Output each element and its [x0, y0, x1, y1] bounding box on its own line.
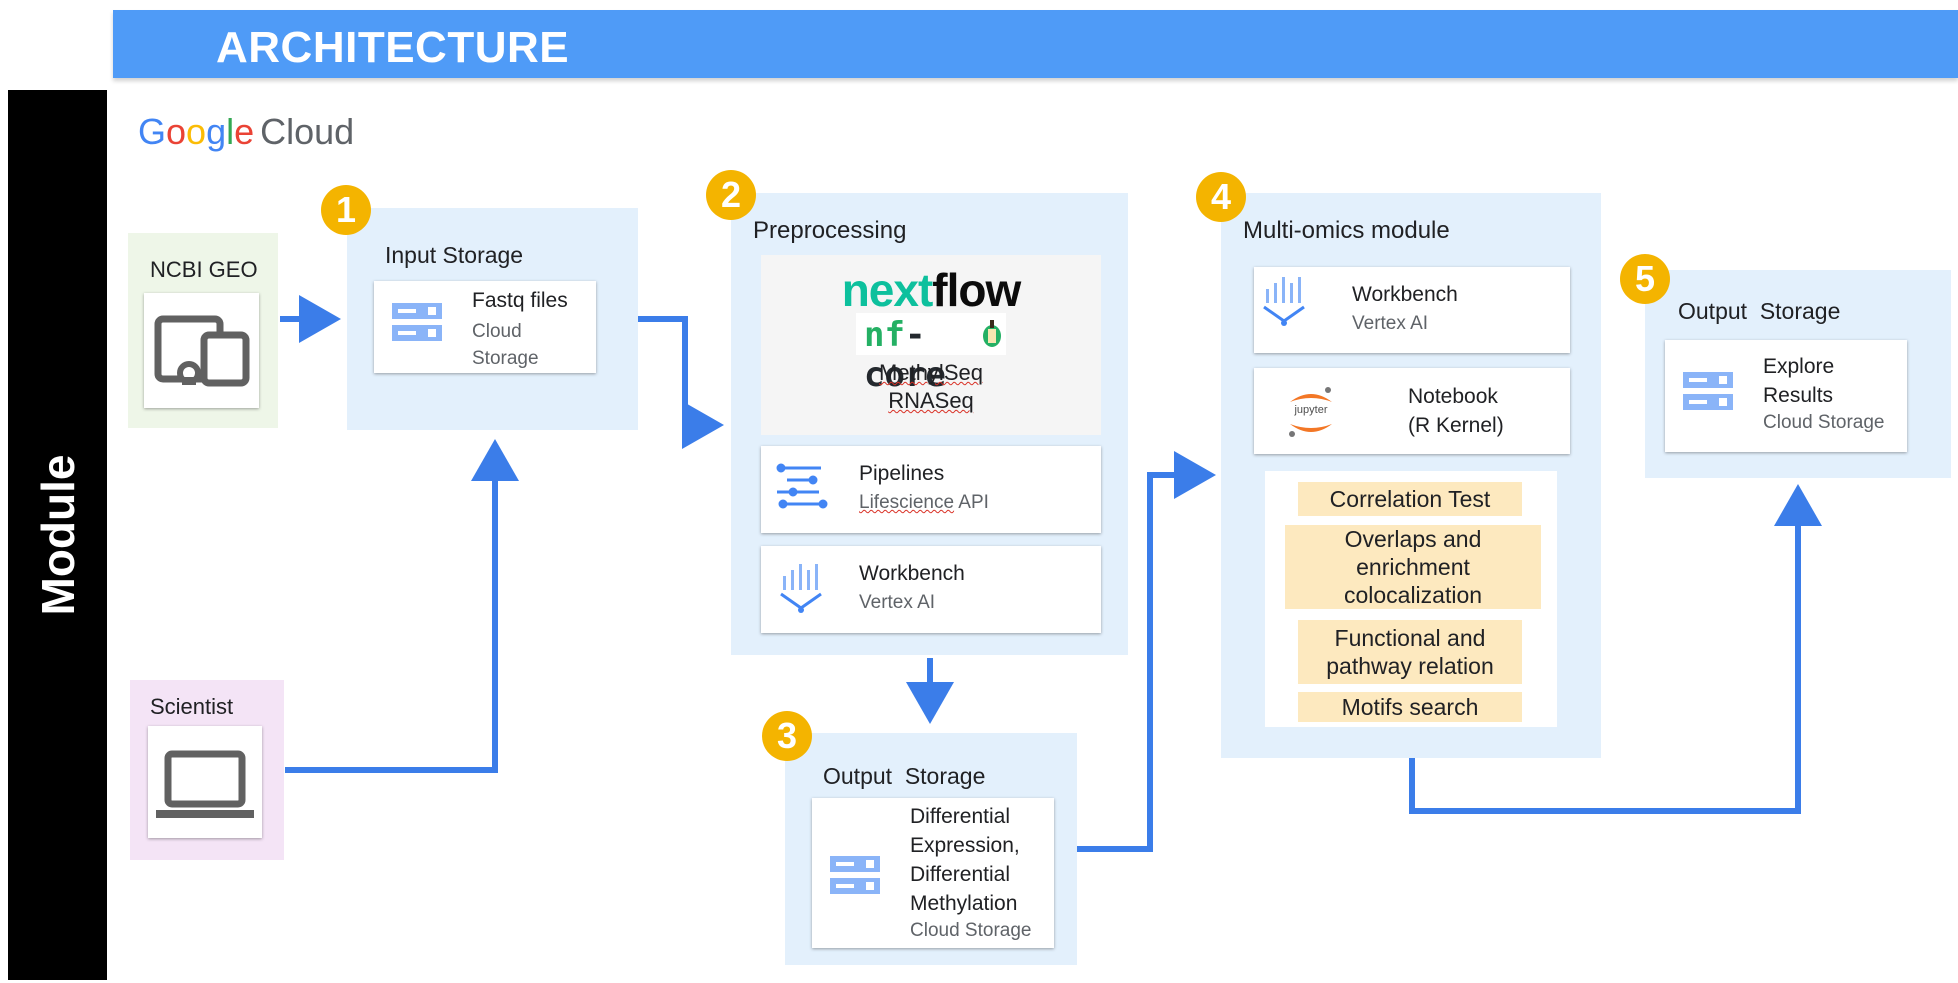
analysis-correlation-test: Correlation Test [1298, 482, 1522, 516]
workbench-title-preprocessing: Workbench [859, 562, 965, 585]
storage-icon [830, 856, 880, 894]
nextflow-box: nextflow nf-core MethylSeq RNASeq [761, 255, 1101, 435]
step-badge-1: 1 [321, 185, 371, 235]
ncbi-geo-source: NCBI GEO [128, 233, 278, 428]
page-title: ARCHITECTURE [216, 23, 570, 72]
input-storage-title: Input Storage [385, 242, 524, 268]
nf-core-logo: nf-core [856, 313, 1006, 395]
differential-sub: Cloud Storage [910, 920, 1032, 941]
arrow-input-to-preprocessing [638, 316, 724, 449]
step-badge-2: 2 [706, 170, 756, 220]
output-storage-panel-3: Output Storage Differential Expression, … [785, 733, 1077, 965]
rnaseq-label: RNASeq [888, 388, 974, 413]
multi-omics-title: Multi-omics module [1243, 217, 1450, 244]
step-badge-3: 3 [762, 711, 812, 761]
fastq-files-sub: Cloud Storage [472, 321, 539, 369]
notebook-card: jupyter Notebook (R Kernel) [1254, 368, 1570, 454]
notebook-title: Notebook (R Kernel) [1408, 385, 1504, 437]
jupyter-icon: jupyter [1284, 384, 1338, 440]
storage-icon [392, 303, 442, 341]
output-storage-panel-5: Output Storage Explore Results Cloud Sto… [1645, 270, 1951, 478]
arrow-output-to-multiomics [1077, 451, 1216, 852]
workbench-title-multiomics: Workbench [1352, 283, 1458, 306]
workbench-sub-multiomics: Vertex AI [1352, 313, 1429, 334]
scientist-source: Scientist [130, 680, 284, 860]
vertex-ai-icon [780, 564, 822, 613]
workbench-card-preprocessing: Workbench Vertex AI [761, 546, 1101, 633]
pipelines-card: Pipelines Lifescience API [761, 446, 1101, 533]
explore-results-card: Explore Results Cloud Storage [1665, 340, 1907, 452]
workbench-card-multiomics: Workbench Vertex AI [1254, 267, 1570, 353]
workflow-names: MethylSeq RNASeq [761, 359, 1101, 415]
scientist-label: Scientist [150, 694, 234, 719]
analysis-functional-pathway: Functional and pathway relation [1298, 620, 1522, 684]
arrow-scientist-to-input [285, 439, 519, 773]
multi-omics-panel: Multi-omics module Workbench Vertex AI j… [1221, 193, 1601, 758]
workbench-sub-preprocessing: Vertex AI [859, 592, 936, 613]
step-badge-4: 4 [1196, 172, 1246, 222]
apple-icon [983, 320, 1001, 347]
pipelines-sub: Lifescience API [859, 492, 989, 514]
differential-title: Differential Expression, Differential Me… [910, 805, 1020, 915]
explore-results-title: Explore Results [1763, 355, 1835, 407]
title-bar: ARCHITECTURE [113, 10, 1958, 78]
analysis-overlaps-enrichment: Overlaps and enrichment colocalization [1285, 525, 1541, 609]
pipelines-icon [776, 463, 828, 509]
module-side-bar: Module [8, 90, 107, 980]
scientist-laptop-card [148, 726, 262, 838]
laptop-icon [156, 750, 254, 818]
input-storage-panel: Input Storage Fastq files Cloud Storage [347, 208, 638, 430]
output-storage-title-5: Output Storage [1678, 298, 1841, 324]
preprocessing-title: Preprocessing [753, 217, 907, 244]
arrow-multiomics-to-explore [1409, 484, 1822, 814]
differential-card: Differential Expression, Differential Me… [812, 798, 1054, 948]
fastq-files-card: Fastq files Cloud Storage [374, 281, 596, 373]
analysis-list: Correlation Test Overlaps and enrichment… [1265, 471, 1557, 727]
output-storage-title-3: Output Storage [823, 763, 986, 789]
pipelines-title: Pipelines [859, 462, 945, 485]
storage-icon [1683, 372, 1733, 410]
lifescience-label: Lifescience [859, 492, 955, 513]
methylseq-label: MethylSeq [879, 360, 983, 385]
step-badge-5: 5 [1620, 254, 1670, 304]
api-label: API [954, 492, 989, 513]
devices-icon [154, 315, 250, 387]
ncbi-device-card [144, 293, 259, 408]
analysis-motifs-search: Motifs search [1298, 692, 1522, 722]
ncbi-geo-label: NCBI GEO [150, 257, 258, 282]
nextflow-logo: nextflow [841, 264, 1022, 316]
fastq-files-title: Fastq files [472, 289, 568, 312]
preprocessing-panel: Preprocessing nextflow nf-core MethylSeq… [731, 193, 1128, 655]
explore-results-sub: Cloud Storage [1763, 412, 1885, 433]
vertex-ai-icon [1263, 277, 1305, 326]
